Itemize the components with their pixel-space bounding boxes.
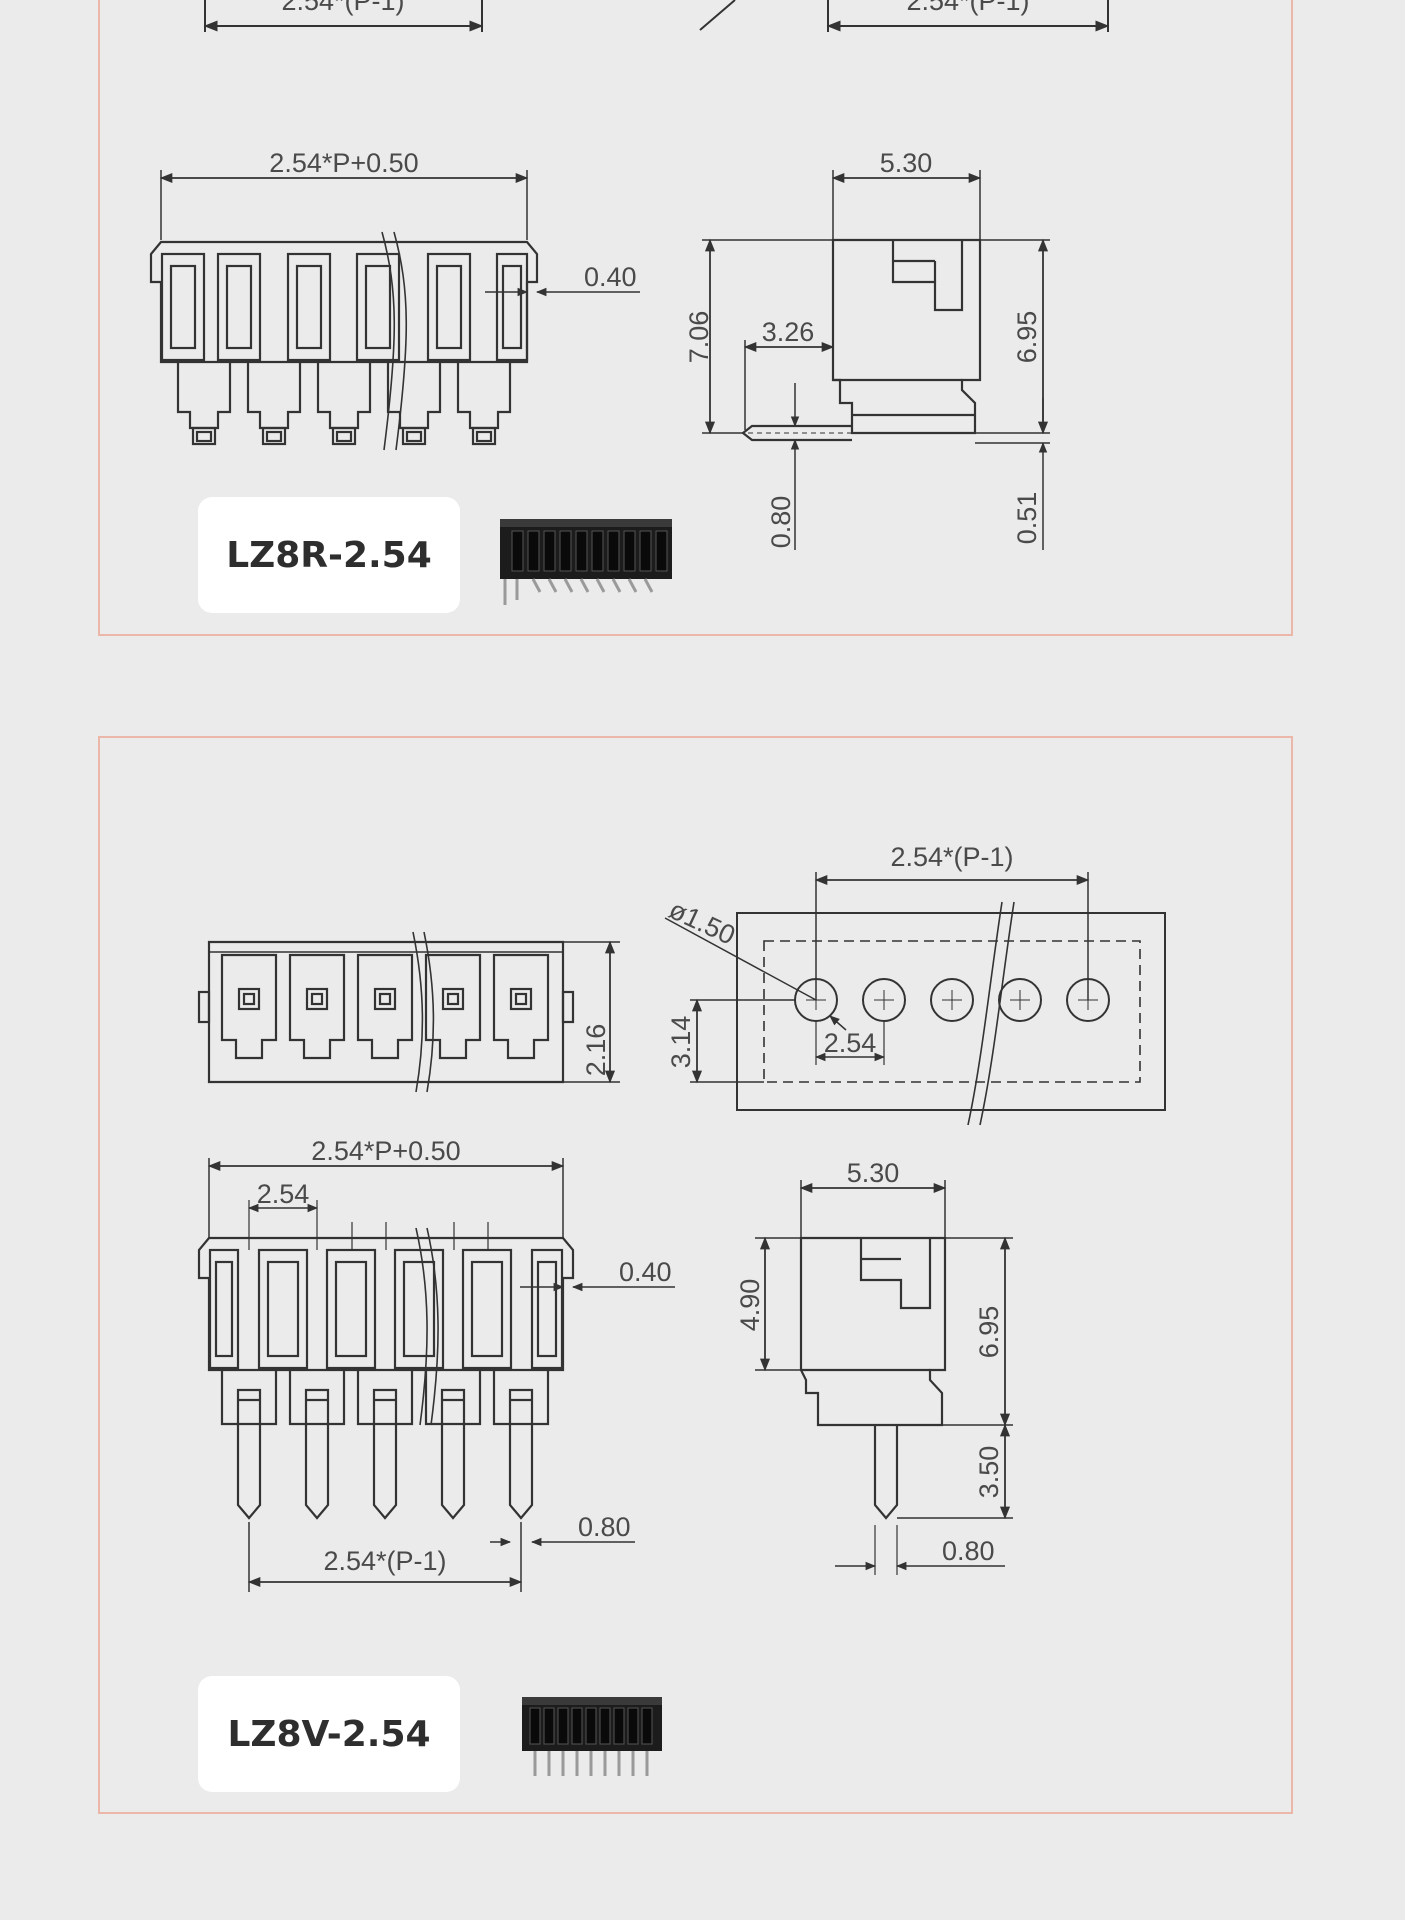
bottom-drawing-panel <box>98 736 1293 1814</box>
dim-bottom-width-total: 2.54*P+0.50 <box>311 1136 460 1166</box>
bottom-front-view <box>197 1158 675 1592</box>
dim-top-right-partial: 2.54*(P-1) <box>906 0 1029 16</box>
top-front-view <box>149 170 640 451</box>
dim-top-edge-gap: 0.40 <box>584 262 637 292</box>
dim-bottom-side-pin-thickness: 0.80 <box>942 1536 995 1566</box>
dim-bottom-hole-diameter: ø1.50 <box>664 894 739 950</box>
dim-bottom-hole-spacing: 2.54 <box>824 1028 877 1058</box>
dim-bottom-pin-thickness: 0.80 <box>578 1512 631 1542</box>
dim-bottom-side-depth: 5.30 <box>847 1158 900 1188</box>
dim-bottom-pin-span: 2.54*(P-1) <box>323 1546 446 1576</box>
bottom-side-view <box>755 1180 1013 1575</box>
dim-top-base-offset: 0.51 <box>1012 492 1042 545</box>
bottom-product-photo <box>522 1697 662 1776</box>
dim-bottom-edge-gap: 0.40 <box>619 1257 672 1287</box>
dim-top-height-total: 7.06 <box>684 311 714 364</box>
part-label-bottom: LZ8V-2.54 <box>198 1676 460 1792</box>
bottom-hole-layout <box>664 872 1166 1126</box>
top-partial-dimensions <box>203 0 1110 32</box>
bottom-top-view <box>197 931 620 1093</box>
dim-bottom-pitch: 2.54 <box>257 1179 310 1209</box>
dim-bottom-height-total: 6.95 <box>974 1306 1004 1359</box>
dim-top-left-partial: 2.54*(P-1) <box>281 0 404 16</box>
dim-bottom-pin-length: 3.50 <box>974 1446 1004 1499</box>
dim-bottom-top-height: 2.16 <box>581 1024 611 1077</box>
dim-top-height-body: 6.95 <box>1012 311 1042 364</box>
dim-bottom-body-height: 4.90 <box>735 1279 765 1332</box>
dim-top-side-depth: 5.30 <box>880 148 933 178</box>
top-drawing-panel <box>98 0 1293 636</box>
top-product-photo <box>500 519 672 605</box>
top-side-view <box>702 170 1050 550</box>
dim-top-width-total: 2.54*P+0.50 <box>269 148 418 178</box>
dim-top-pin-offset: 3.26 <box>762 317 815 347</box>
part-label-bottom-text: LZ8V-2.54 <box>227 1713 431 1755</box>
part-label-top: LZ8R-2.54 <box>198 497 460 613</box>
part-label-top-text: LZ8R-2.54 <box>226 534 432 576</box>
dim-top-pin-thickness: 0.80 <box>766 496 796 549</box>
dim-bottom-hole-pitch-total: 2.54*(P-1) <box>890 842 1013 872</box>
dim-bottom-row-height: 3.14 <box>666 1016 696 1069</box>
